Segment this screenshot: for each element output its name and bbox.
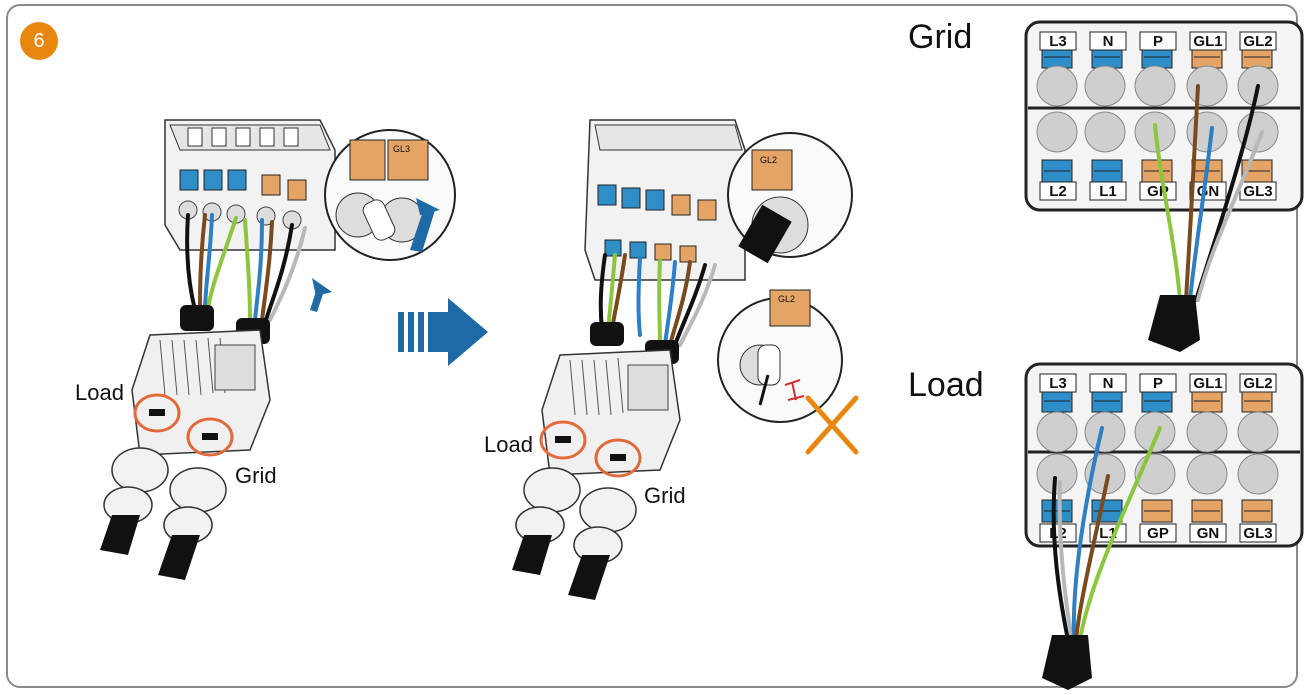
svg-text:GL3: GL3 [393,144,410,154]
step-number-badge: 6 [20,22,58,60]
terminal-label-p: P [1153,375,1163,392]
terminal-label-l3: L3 [1049,375,1067,392]
terminal-label-box [1089,373,1127,393]
terminal-label-gl3: GL3 [1243,525,1272,542]
left-grid-label: Grid [235,463,277,488]
terminal-label-box [1189,373,1227,393]
terminal-label-gn: GN [1197,525,1220,542]
svg-text:GL2: GL2 [760,155,777,165]
terminal-label-gl2: GL2 [1243,375,1272,392]
terminal-label-gl3: GL3 [1243,183,1272,200]
terminal-label-box [1239,523,1277,543]
terminal-label-n: N [1103,33,1114,50]
terminal-label-p: P [1153,33,1163,50]
terminal-label-box [1139,31,1177,51]
terminal-label-box [1139,523,1177,543]
terminal-label-gl1: GL1 [1193,375,1222,392]
svg-text:GL2: GL2 [778,294,795,304]
terminal-label-box [1239,31,1277,51]
terminal-label-box [1039,31,1077,51]
middle-load-label: Load [484,432,533,457]
terminal-label-box [1089,181,1127,201]
terminal-label-gl1: GL1 [1193,33,1222,50]
left-load-label: Load [75,380,124,405]
terminal-label-box [1239,373,1277,393]
terminal-label-l2: L2 [1049,183,1067,200]
terminal-label-box [1089,31,1127,51]
terminal-label-box [1039,181,1077,201]
terminal-label-box [1139,373,1177,393]
right-arrow-icon [398,298,488,366]
middle-grid-label: Grid [644,483,686,508]
middle-connector-assembly: GL2 GL2 [512,119,859,600]
terminal-label-gn: GN [1197,183,1220,200]
terminal-label-gl2: GL2 [1243,33,1272,50]
load-panel-title: Load [908,366,984,404]
cross-icon [805,395,859,455]
terminal-label-box [1189,31,1227,51]
left-connector-assembly: GL3 [100,119,456,580]
terminal-label-n: N [1103,375,1114,392]
terminal-label-gp: GP [1147,525,1169,542]
grid-panel-title: Grid [908,18,973,56]
terminal-label-box [1189,181,1227,201]
terminal-label-box [1139,181,1177,201]
terminal-label-l1: L1 [1099,183,1117,200]
terminal-label-l3: L3 [1049,33,1067,50]
terminal-label-box [1189,523,1227,543]
terminal-label-box [1039,373,1077,393]
